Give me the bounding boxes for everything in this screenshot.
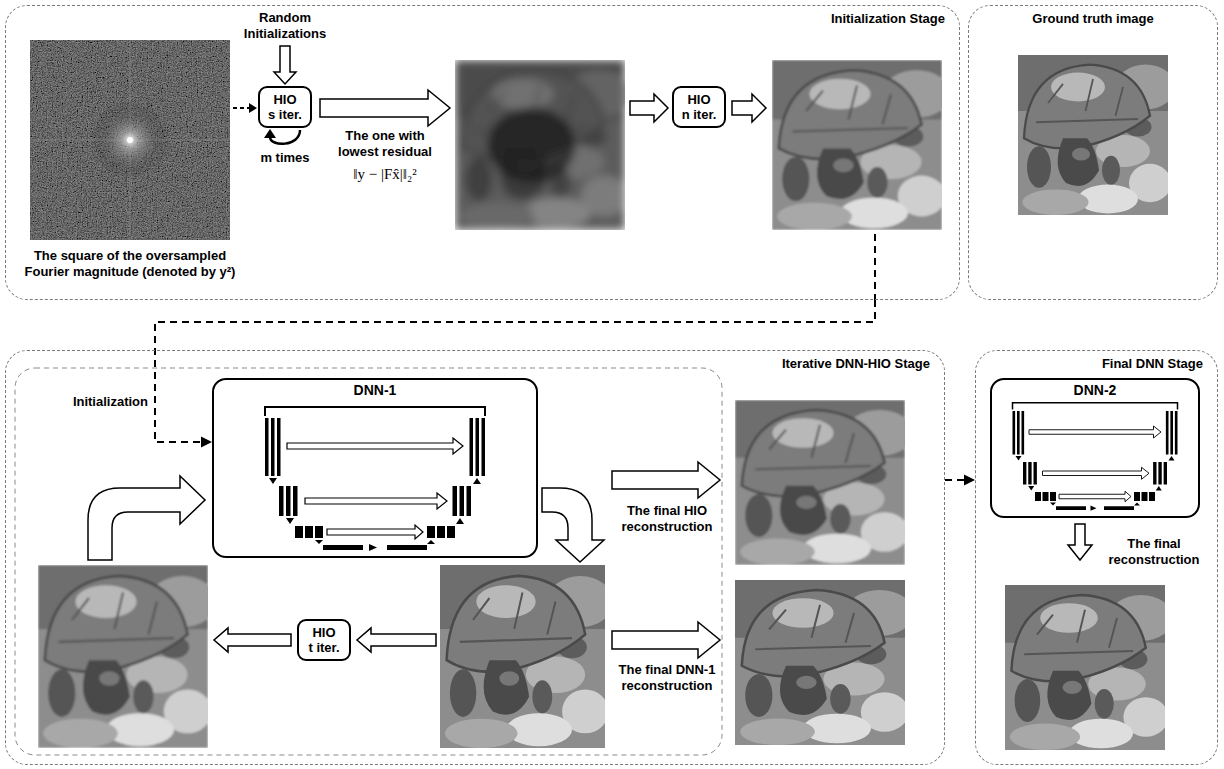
turtle-picture (772, 60, 951, 230)
label-slot: The one with lowest residual (325, 128, 445, 160)
arrow-head (201, 437, 212, 448)
hio-reconstruction (772, 60, 951, 230)
initial-reconstruction (455, 60, 634, 230)
image-caption: The square of the oversampled Fourier ma… (10, 248, 250, 280)
label-slot: The square of the oversampled Fourier ma… (10, 248, 250, 280)
dashed-pointer (233, 107, 249, 109)
fourier-dc (127, 137, 133, 143)
turtle-picture (1018, 55, 1176, 215)
stage-panel: Iterative DNN-HIO StageDNN-1HIOt iter. (5, 350, 945, 765)
label-slot: ‖y − |Fx̂|‖₂² (318, 166, 452, 182)
hio-box: HIOt iter. (297, 619, 351, 661)
hollow-arrow (630, 94, 668, 122)
input-note: Random Initializations (230, 10, 340, 42)
hollow-arrow (357, 628, 436, 652)
fourier-image (30, 40, 230, 240)
final-hio-picture (735, 400, 914, 565)
hollow-arrow (732, 94, 766, 122)
dnn-box: DNN-1 (212, 378, 538, 558)
repeat-count: m times (250, 150, 320, 166)
fourier-noise (30, 40, 230, 240)
hollow-arrow (612, 462, 720, 498)
output-note: The final reconstruction (1098, 536, 1210, 568)
hollow-arrow (274, 46, 296, 84)
dark-blob (487, 108, 575, 183)
connector (155, 300, 875, 448)
ground-truth-picture (1018, 55, 1176, 215)
hio-label: s iter. (268, 107, 302, 122)
hio-box: HIOn iter. (672, 86, 726, 128)
hollow-arrow (320, 90, 450, 126)
final-dnn1-picture (735, 580, 914, 745)
connector-label: Initialization (71, 394, 150, 410)
panel-title: Ground truth image (969, 6, 1217, 27)
dark-veil (455, 60, 625, 230)
label-slot: m times (250, 150, 320, 166)
hio-label: n iter. (682, 107, 717, 122)
final-picture (1005, 585, 1173, 750)
hollow-arrow (1068, 524, 1092, 560)
turtle-picture (440, 565, 613, 748)
turtle-picture (455, 60, 634, 230)
network-name: DNN-2 (992, 380, 1198, 398)
unet-glyph (265, 407, 485, 551)
turtle-picture (735, 580, 914, 745)
hio-label: HIO (687, 92, 710, 107)
loop-arrow-head (264, 129, 276, 138)
inner-region (15, 368, 722, 755)
label-slot: The final DNN-1 reconstruction (608, 662, 726, 694)
hio-box: HIOs iter. (258, 86, 312, 128)
curved-arrow (88, 476, 205, 560)
panel-title: Final DNN Stage (976, 351, 1217, 372)
dnn-box: DNN-2 (990, 378, 1200, 518)
unet-glyph (1013, 403, 1178, 511)
dashed-connector (155, 300, 875, 442)
fourier-center (90, 100, 170, 180)
hollow-arrow (214, 628, 291, 652)
turtle-picture (735, 400, 914, 565)
hio-output-picture (38, 565, 217, 748)
network-name: DNN-1 (214, 380, 536, 398)
turtle-picture (38, 565, 217, 748)
panel-title: Iterative DNN-HIO Stage (6, 351, 944, 372)
dnn-output-picture (440, 565, 613, 748)
label-slot: The final HIO reconstruction (608, 503, 726, 535)
hio-label: HIO (273, 92, 296, 107)
residual-formula: ‖y − |Fx̂|‖₂² (318, 166, 452, 182)
hollow-arrows (88, 46, 1092, 658)
arrow-head (964, 475, 975, 486)
selection-note: The one with lowest residual (325, 128, 445, 160)
dashed-connector (945, 479, 966, 481)
dashed-leader (874, 234, 876, 300)
stage-panel: Ground truth image (968, 5, 1218, 300)
curved-arrow (542, 488, 604, 562)
label-slot: The final reconstruction (1098, 536, 1210, 568)
output-note: The final HIO reconstruction (608, 503, 726, 535)
panel-title: Initialization Stage (6, 6, 959, 27)
fourier-ground (30, 40, 230, 240)
hio-label: t iter. (308, 640, 339, 655)
hio-label: HIO (312, 625, 335, 640)
label-slot: Random Initializations (230, 10, 340, 42)
dashed-pointer-head (249, 103, 257, 113)
turtle-picture (1005, 585, 1173, 750)
hollow-arrow (612, 622, 720, 658)
blurred-picture (455, 60, 634, 230)
output-note: The final DNN-1 reconstruction (608, 662, 726, 694)
connector (945, 475, 975, 486)
